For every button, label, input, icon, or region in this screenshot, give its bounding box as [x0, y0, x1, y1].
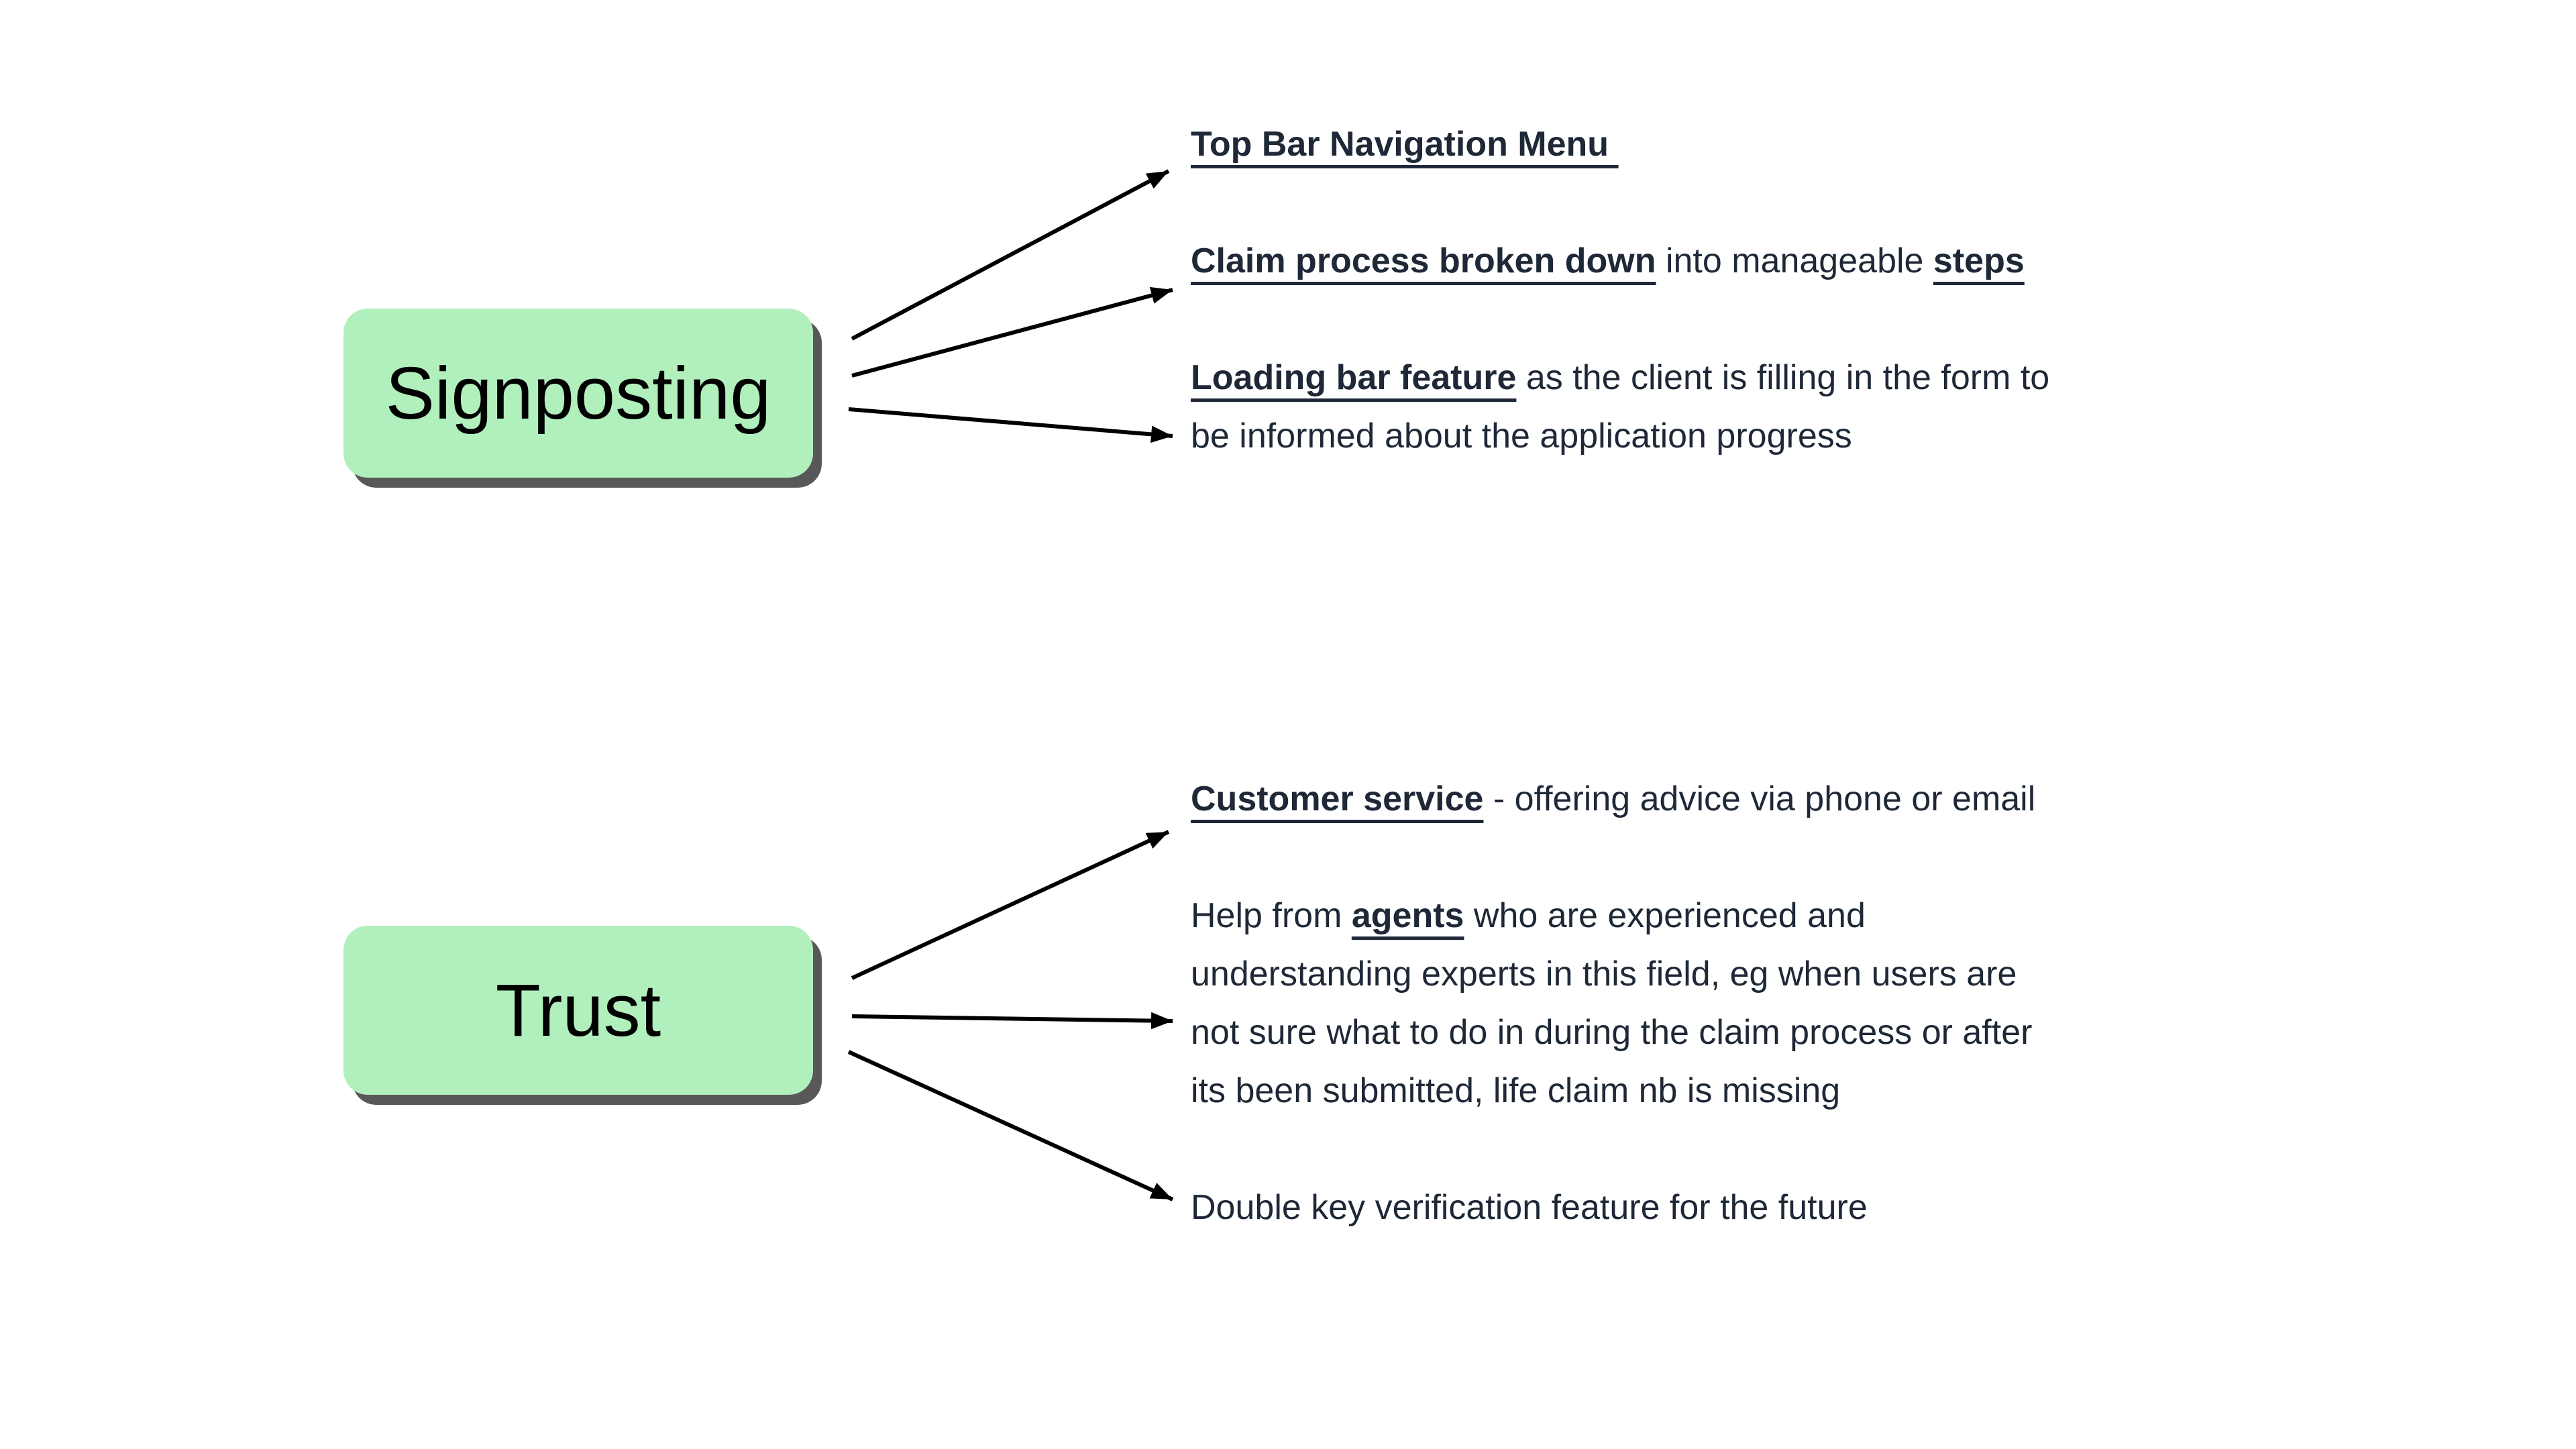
note-text: Double key verification feature for the …: [1191, 1188, 1868, 1227]
note-item[interactable]: Double key verification feature for the …: [1191, 1179, 2345, 1237]
note-item[interactable]: Customer service - offering advice via p…: [1191, 770, 2345, 828]
arrow-signposting-loading-bar[interactable]: [848, 407, 1173, 443]
note-line: its been submitted, life claim nb is mis…: [1191, 1062, 2345, 1120]
note-line: Top Bar Navigation Menu: [1191, 115, 2345, 174]
note-keyword: Customer service: [1191, 780, 1484, 818]
note-line: Customer service - offering advice via p…: [1191, 770, 2345, 828]
note-keyword: Claim process broken down: [1191, 241, 1656, 280]
node-signposting[interactable]: Signposting: [343, 309, 813, 478]
note-text: be informed about the application progre…: [1191, 417, 1852, 455]
note-text: its been submitted, life claim nb is mis…: [1191, 1071, 1841, 1110]
note-keyword: Top Bar Navigation Menu: [1191, 125, 1619, 164]
note-line: Loading bar feature as the client is fil…: [1191, 349, 2345, 407]
note-line: understanding experts in this field, eg …: [1191, 945, 2345, 1004]
note-keyword: Loading bar feature: [1191, 358, 1517, 397]
notes-trust[interactable]: Customer service - offering advice via p…: [1191, 770, 2345, 1237]
note-text: not sure what to do in during the claim …: [1191, 1013, 2033, 1052]
note-item[interactable]: Loading bar feature as the client is fil…: [1191, 349, 2345, 466]
note-line: be informed about the application progre…: [1191, 407, 2345, 466]
arrow-trust-agents[interactable]: [851, 1012, 1173, 1030]
note-text: into manageable: [1656, 241, 1933, 280]
notes-signposting[interactable]: Top Bar Navigation Menu Claim process br…: [1191, 115, 2345, 466]
note-line: not sure what to do in during the claim …: [1191, 1004, 2345, 1062]
arrow-trust-double-key[interactable]: [847, 1050, 1174, 1201]
note-text: - offering advice via phone or email: [1483, 780, 2036, 818]
note-line: Double key verification feature for the …: [1191, 1179, 2345, 1237]
node-trust-label: Trust: [495, 969, 661, 1052]
arrow-signposting-top-bar[interactable]: [851, 169, 1170, 341]
note-text: who are experienced and: [1464, 896, 1866, 935]
arrow-signposting-claim-process[interactable]: [851, 286, 1173, 378]
note-text: Help from: [1191, 896, 1352, 935]
note-line: Claim process broken down into manageabl…: [1191, 232, 2345, 290]
arrow-trust-customer-service[interactable]: [851, 830, 1170, 980]
note-text: understanding experts in this field, eg …: [1191, 955, 2017, 994]
note-line: Help from agents who are experienced and: [1191, 887, 2345, 945]
note-item[interactable]: Help from agents who are experienced and…: [1191, 887, 2345, 1120]
note-keyword: agents: [1351, 896, 1464, 935]
note-item[interactable]: Top Bar Navigation Menu: [1191, 115, 2345, 174]
note-item[interactable]: Claim process broken down into manageabl…: [1191, 232, 2345, 290]
node-signposting-label: Signposting: [385, 352, 771, 435]
node-trust[interactable]: Trust: [343, 926, 813, 1095]
note-text: as the client is filling in the form to: [1516, 358, 2050, 397]
note-keyword: steps: [1933, 241, 2025, 280]
